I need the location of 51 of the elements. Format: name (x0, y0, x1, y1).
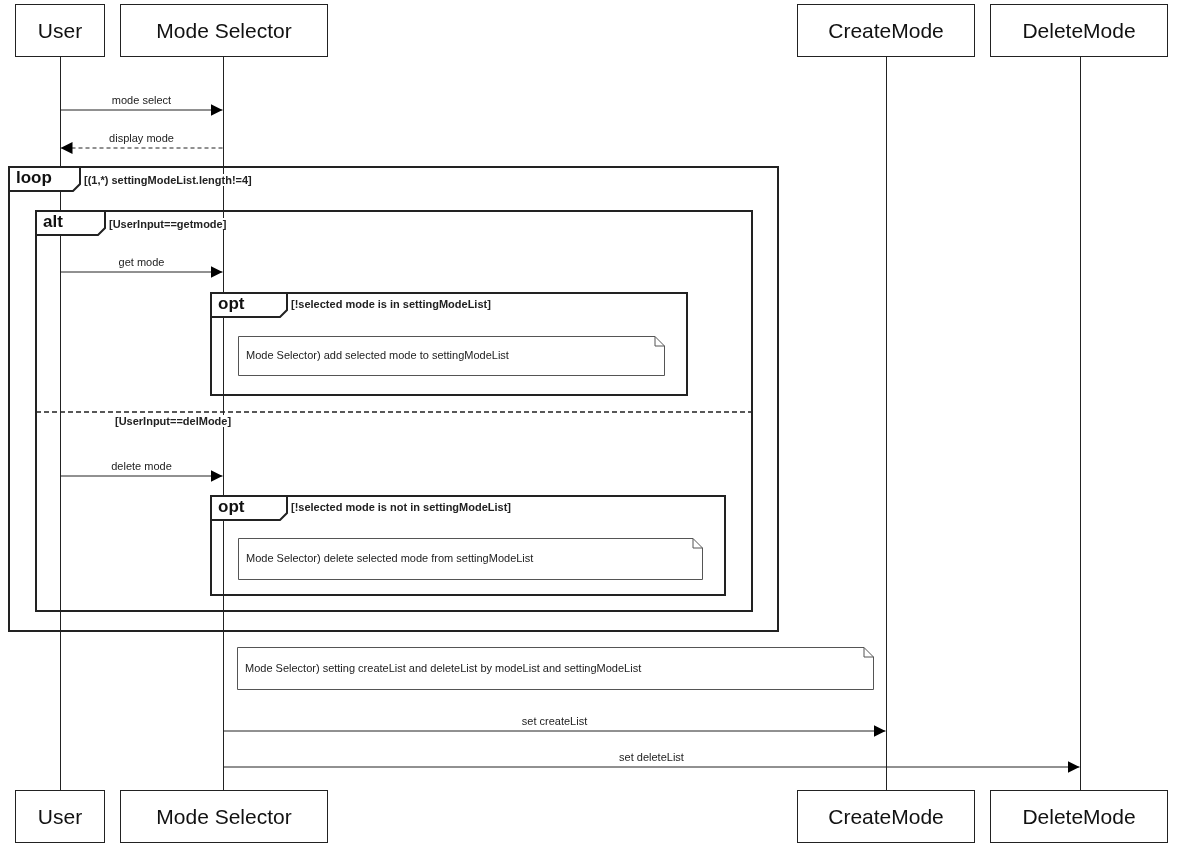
participant-box (15, 4, 105, 57)
message-arrow (60, 266, 223, 278)
note (237, 647, 874, 690)
lifeline (222, 57, 224, 790)
message-arrow (223, 761, 1080, 773)
participant-box (990, 4, 1168, 57)
message-label: set createList (521, 715, 588, 727)
participant-name: DeleteMode (1022, 18, 1136, 43)
fragment-operator: alt (43, 212, 63, 232)
lifeline (1079, 57, 1081, 790)
participant-name: CreateMode (828, 804, 944, 829)
message-label: display mode (109, 132, 174, 144)
lifeline (59, 57, 61, 790)
participant-name: Mode Selector (156, 804, 292, 829)
fragment-operator: opt (218, 294, 245, 314)
note-text: Mode Selector) delete selected mode from settingModeList (246, 552, 534, 564)
participant-box (15, 790, 105, 843)
guard-condition: [UserInput==getmode] (109, 218, 227, 230)
guard-condition: [!selected mode is not in settingModeList] (291, 501, 512, 513)
guard-condition: [(1,*) settingModeList.length!=4] (84, 174, 252, 186)
fragment-operator: loop (16, 168, 52, 188)
message-arrow (60, 142, 223, 154)
message-label: set deleteList (619, 751, 684, 763)
message-arrow (60, 470, 223, 482)
participant-box (797, 4, 975, 57)
note-text: Mode Selector) add selected mode to settingModeList (246, 349, 509, 361)
participant-name: DeleteMode (1022, 804, 1136, 829)
message-label: delete mode (111, 460, 172, 472)
lifeline (885, 57, 887, 790)
message-label: mode select (111, 94, 172, 106)
alt-fragment (35, 210, 753, 612)
fragment-operator: opt (218, 497, 245, 517)
participant-box (990, 790, 1168, 843)
participant-name: User (37, 804, 83, 829)
note-text: Mode Selector) setting createList and deleteList by modeList and settingModeList (245, 661, 642, 674)
participant-box (120, 790, 328, 843)
opt-fragment (210, 292, 688, 396)
note (238, 336, 665, 376)
participant-name: CreateMode (828, 18, 944, 43)
note (238, 538, 703, 580)
guard-condition: [UserInput==delMode] (115, 415, 232, 427)
message-arrow (223, 725, 886, 737)
participant-name: User (37, 18, 83, 43)
loop-fragment (8, 166, 779, 632)
message-label: get mode (118, 256, 165, 268)
participant-box (120, 4, 328, 57)
guard-condition: [!selected mode is in settingModeList] (291, 298, 491, 310)
message-arrow (60, 104, 223, 116)
participant-box (797, 790, 975, 843)
opt-fragment (210, 495, 726, 596)
participant-name: Mode Selector (156, 18, 292, 43)
